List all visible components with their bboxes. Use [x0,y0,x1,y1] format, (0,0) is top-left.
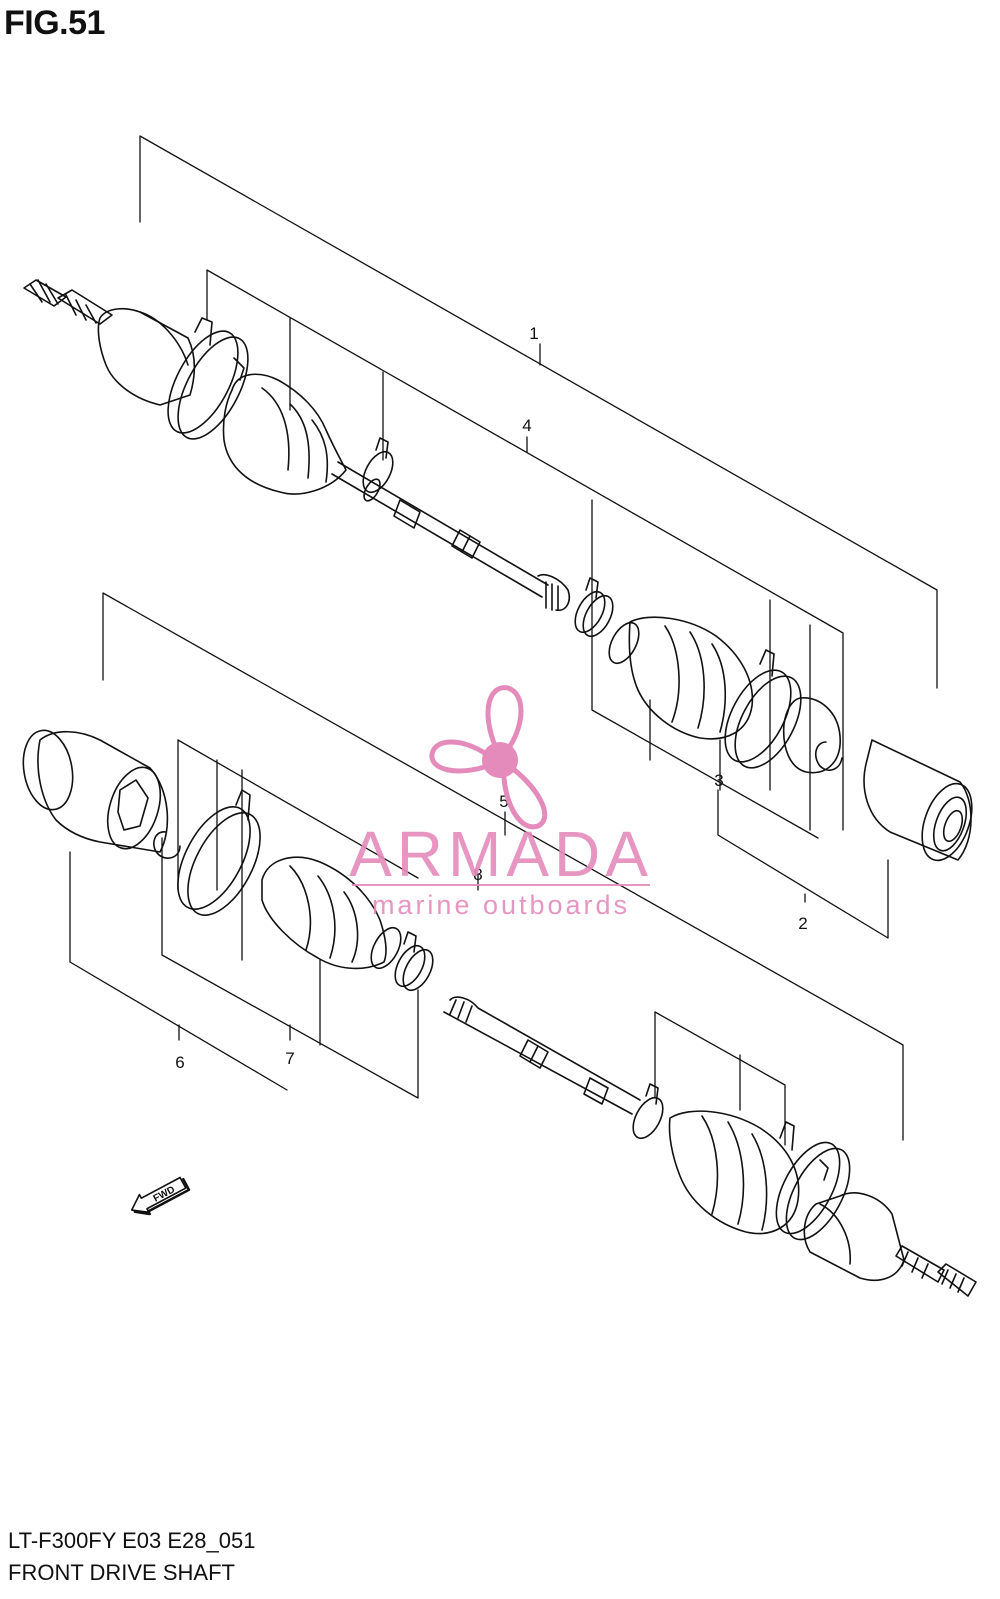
lower-boot [261,856,402,970]
lower-small-clamp-1 [394,931,434,992]
lower-drive-shaft [22,729,977,1297]
lower-circlip [153,831,181,859]
watermark-rule [352,884,650,886]
upper-circlip [814,741,843,771]
lower-cv-housing-inner [22,729,169,853]
lower-clamp-band-2 [775,1121,851,1241]
upper-drive-shaft [23,279,973,862]
upper-boot-inner [608,616,754,740]
callout-6: 6 [175,1053,184,1072]
figure-title: FIG.51 [4,4,105,42]
callout-4: 4 [522,416,531,435]
lower-shaft [443,996,641,1115]
callout-8: 8 [473,865,482,884]
upper-small-clamp-2 [574,577,614,638]
fwd-direction-marker: FWD [130,1176,191,1216]
callout-1: 1 [529,324,538,343]
upper-cv-housing [97,307,196,406]
lower-cv-housing-outer [803,1192,905,1282]
upper-clamp-band-2 [724,649,802,769]
lower-boot-outer [668,1110,800,1235]
upper-boot-segment [782,697,841,774]
callout-7: 7 [285,1049,294,1068]
upper-shaft [331,461,571,612]
figure-name: FRONT DRIVE SHAFT [8,1560,235,1585]
callout-3: 3 [714,771,723,790]
upper-boot-outer [222,373,347,495]
upper-clamp-band-1 [167,317,249,440]
lower-small-clamp-2 [632,1083,664,1140]
bracket-lines-upper [139,135,938,939]
callout-5: 5 [499,792,508,811]
figure-code: LT-F300FY E03 E28_051 [8,1528,256,1553]
bracket-lines-lower [69,592,904,1146]
callout-2: 2 [798,914,807,933]
upper-small-clamp-1 [362,437,394,494]
watermark-tagline: marine outboards [372,890,630,920]
upper-cv-housing-inner [863,739,973,862]
lower-clamp-band-1 [177,789,261,916]
callout-labels: 1 2 3 4 5 6 7 8 [175,324,807,1072]
watermark: ARMADA marine outboards [349,685,653,920]
lower-threaded-end [895,1245,977,1297]
upper-threaded-end [23,279,113,325]
watermark-brand: ARMADA [349,818,653,890]
propeller-icon [429,685,548,830]
